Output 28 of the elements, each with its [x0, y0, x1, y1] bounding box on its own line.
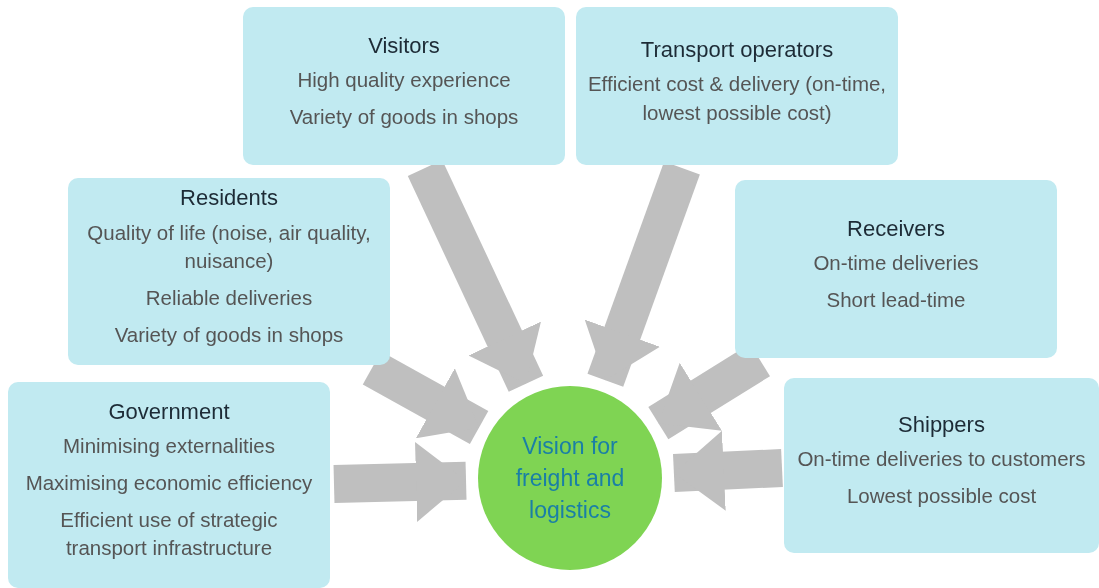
- stakeholder-box: [784, 378, 1099, 553]
- circle-text: Vision for freight and logistics: [514, 431, 626, 526]
- box-text: Short lead-time: [826, 286, 966, 313]
- stakeholder-box: [8, 382, 330, 588]
- box-heading: Shippers: [898, 412, 985, 438]
- box-text: Maximising economic efficiency: [25, 469, 313, 496]
- box-text: Reliable deliveries: [145, 285, 313, 312]
- box-text: Quality of life (noise, air quality, nuisance): [86, 219, 372, 275]
- box-heading: Receivers: [847, 215, 945, 241]
- box-heading: Residents: [180, 185, 278, 211]
- stakeholder-box: [243, 7, 565, 165]
- block-arrow: [672, 430, 783, 511]
- box-text: On-time deliveries: [813, 249, 979, 276]
- stakeholder-box: [576, 7, 898, 165]
- box-text: Efficient cost & delivery (on-time, lowest possible cost): [586, 70, 888, 126]
- stakeholder-box: [68, 178, 390, 365]
- block-arrow: [333, 441, 467, 522]
- box-text: On-time deliveries to customers: [797, 446, 1086, 473]
- box-heading: Government: [108, 398, 230, 425]
- box-text: Lowest possible cost: [846, 483, 1037, 510]
- box-text: Minimising externalities: [63, 433, 275, 460]
- box-text: Efficient use of strategic transport infrastructure: [59, 506, 279, 562]
- box-heading: Visitors: [368, 32, 440, 58]
- box-text: High quality experience: [297, 66, 511, 93]
- stakeholder-box: [735, 180, 1057, 358]
- box-text: Variety of goods in shops: [289, 103, 519, 130]
- box-text: Variety of goods in shops: [114, 321, 344, 348]
- box-heading: Transport operators: [640, 36, 834, 62]
